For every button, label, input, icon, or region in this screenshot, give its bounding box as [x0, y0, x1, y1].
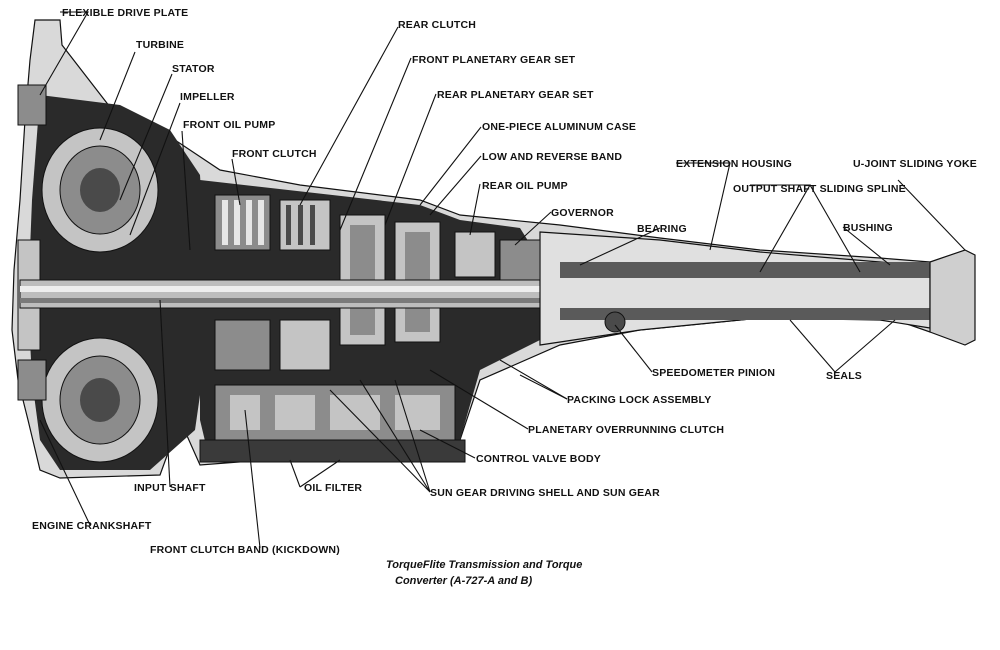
label-rear-clutch: REAR CLUTCH: [398, 19, 476, 31]
clutch-packs: [214, 194, 331, 371]
label-turbine: TURBINE: [136, 39, 184, 51]
label-bearing: BEARING: [637, 223, 687, 235]
label-control-valve-body: CONTROL VALVE BODY: [476, 453, 601, 465]
label-front-planetary-gear-set: FRONT PLANETARY GEAR SET: [412, 54, 576, 66]
label-packing-lock-assembly: PACKING LOCK ASSEMBLY: [567, 394, 711, 406]
extension-housing-shape: [539, 231, 931, 346]
label-stator: STATOR: [172, 63, 215, 75]
label-front-clutch: FRONT CLUTCH: [232, 148, 317, 160]
label-speedometer-pinion: SPEEDOMETER PINION: [652, 367, 775, 379]
label-front-clutch-band: FRONT CLUTCH BAND (KICKDOWN): [150, 544, 340, 556]
rear-oil-pump-body: [454, 231, 496, 278]
caption-line-1: TorqueFlite Transmission and Torque: [386, 559, 582, 571]
label-rear-oil-pump: REAR OIL PUMP: [482, 180, 568, 192]
transmission-illustration: [11, 19, 976, 479]
flex-plate-ring-gear-lower: [17, 359, 47, 401]
label-one-piece-aluminum-case: ONE-PIECE ALUMINUM CASE: [482, 121, 636, 133]
label-sun-gear-driving-shell: SUN GEAR DRIVING SHELL AND SUN GEAR: [430, 487, 660, 499]
label-rear-planetary-gear-set: REAR PLANETARY GEAR SET: [437, 89, 594, 101]
label-input-shaft: INPUT SHAFT: [134, 482, 206, 494]
callout-labels: FLEXIBLE DRIVE PLATE TURBINE STATOR IMPE…: [32, 7, 977, 556]
figure-caption: TorqueFlite Transmission and Torque Conv…: [386, 559, 582, 587]
label-extension-housing: EXTENSION HOUSING: [676, 158, 792, 170]
leader-lines: [39, 11, 966, 549]
label-front-oil-pump: FRONT OIL PUMP: [183, 119, 275, 131]
governor-body: [499, 239, 541, 281]
output-yoke: [929, 249, 976, 346]
label-engine-crankshaft: ENGINE CRANKSHAFT: [32, 520, 152, 532]
caption-line-2: Converter (A-727-A and B): [395, 575, 532, 587]
label-seals: SEALS: [826, 370, 862, 382]
oil-pan: [199, 439, 466, 463]
label-low-and-reverse-band: LOW AND REVERSE BAND: [482, 151, 622, 163]
label-governor: GOVERNOR: [551, 207, 614, 219]
label-impeller: IMPELLER: [180, 91, 235, 103]
speedometer-pinion-gear: [604, 311, 626, 333]
label-oil-filter: OIL FILTER: [304, 482, 362, 494]
label-output-shaft-sliding-spline: OUTPUT SHAFT SLIDING SPLINE: [733, 183, 906, 195]
label-planetary-overrunning-clutch: PLANETARY OVERRUNNING CLUTCH: [528, 424, 724, 436]
label-flexible-drive-plate: FLEXIBLE DRIVE PLATE: [62, 7, 188, 19]
label-u-joint-sliding-yoke: U-JOINT SLIDING YOKE: [853, 158, 977, 170]
label-bushing: BUSHING: [843, 222, 893, 234]
